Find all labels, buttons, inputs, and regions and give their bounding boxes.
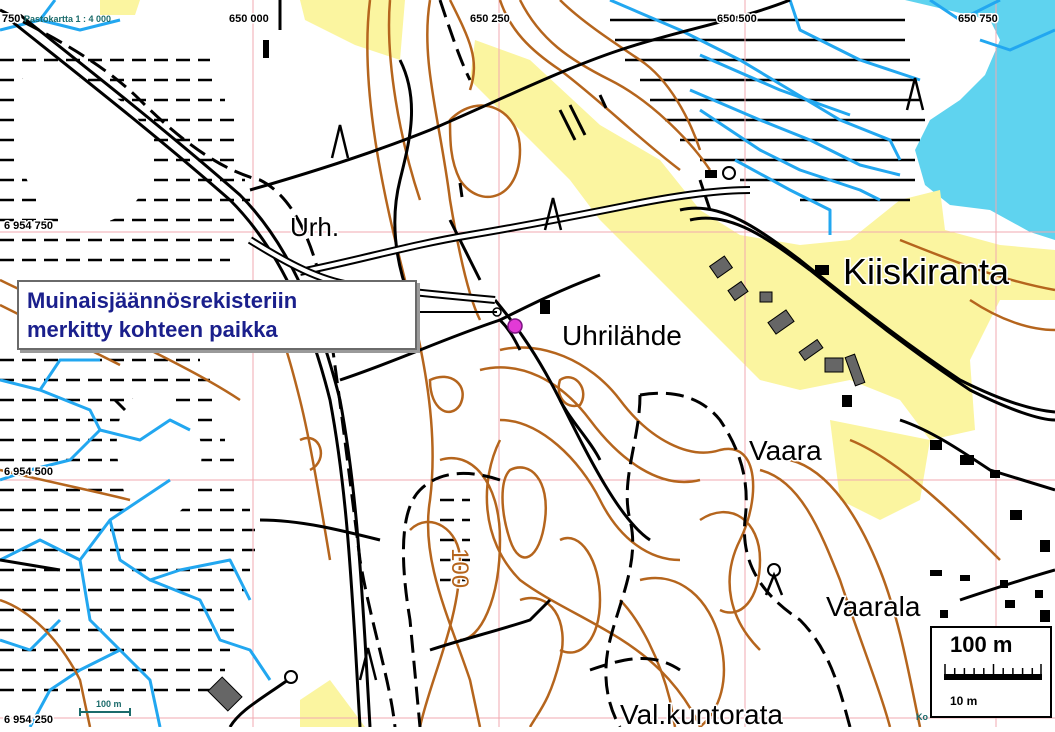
site-info-box: Muinaisjäännösrekisteriin merkitty kohte… bbox=[17, 280, 417, 350]
field-areas bbox=[100, 0, 1055, 727]
corner-bottom-right: Ko bbox=[916, 712, 928, 722]
label-kuntorata: Val.kuntorata bbox=[620, 699, 783, 727]
spring-symbol bbox=[767, 563, 781, 577]
scale-text: Pastokartta 1 : 4 000 bbox=[24, 14, 111, 24]
info-line-2: merkitty kohteen paikka bbox=[27, 317, 278, 342]
easting-650000: 650 000 bbox=[229, 13, 269, 25]
contour-label-100: 100 bbox=[446, 548, 473, 588]
label-urh: Urh. bbox=[290, 212, 339, 242]
vegetation-symbols bbox=[330, 77, 925, 681]
buildings bbox=[263, 40, 1050, 622]
scale-bar-graphic bbox=[944, 664, 1042, 680]
scale-box: 100 m 10 m bbox=[930, 626, 1052, 718]
road-junctions bbox=[284, 166, 736, 684]
easting-650500: 650 500 bbox=[717, 13, 757, 25]
label-vaarala: Vaarala bbox=[826, 591, 921, 622]
easting-650250: 650 250 bbox=[470, 13, 510, 25]
lake-area bbox=[905, 0, 1055, 240]
label-vaara: Vaara bbox=[749, 435, 822, 466]
northing-6954250: 6 954 250 bbox=[4, 714, 53, 726]
scale-main-label: 100 m bbox=[950, 632, 1013, 657]
label-kiiskiranta: Kiiskiranta bbox=[843, 251, 1010, 292]
scale-sub-label: 10 m bbox=[950, 694, 978, 708]
swamp-clearing bbox=[16, 73, 152, 226]
site-marker[interactable] bbox=[507, 318, 523, 334]
main-road-fill bbox=[299, 188, 751, 274]
mini-scale-label: 100 m bbox=[96, 699, 122, 709]
easting-650750: 650 750 bbox=[958, 13, 998, 25]
fence-ticks bbox=[113, 94, 608, 412]
northing-6954750: 6 954 750 bbox=[4, 220, 53, 232]
footpaths bbox=[0, 0, 852, 728]
mini-scale-bar: 100 m bbox=[79, 699, 131, 716]
corner-coord: 750 bbox=[2, 13, 20, 25]
label-uhrilahde: Uhrilähde bbox=[562, 320, 682, 351]
swamp-clearing-2 bbox=[116, 394, 202, 525]
northing-6954500: 6 954 500 bbox=[4, 466, 53, 478]
gray-buildings bbox=[207, 255, 866, 712]
info-line-1: Muinaisjäännösrekisteriin bbox=[27, 288, 298, 313]
